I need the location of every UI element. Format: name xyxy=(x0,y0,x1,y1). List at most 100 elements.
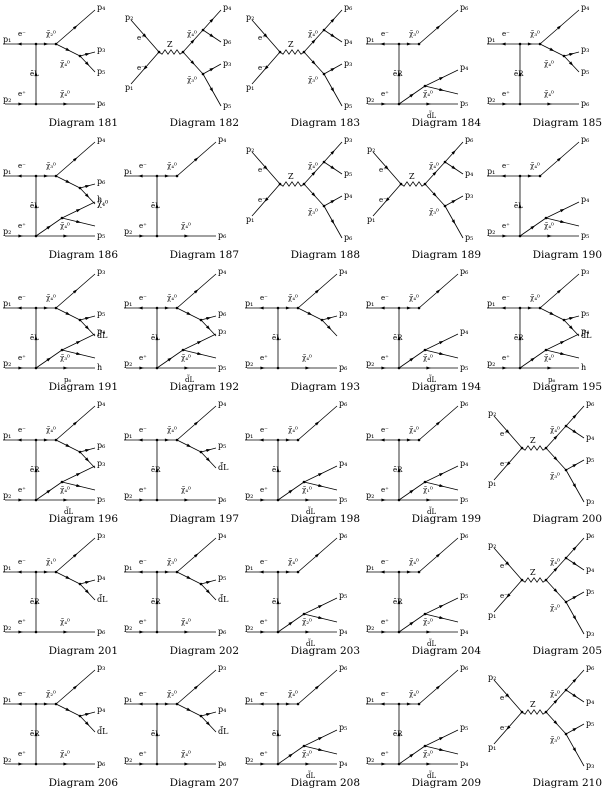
neutralino-label-top: χ̃₄⁰ xyxy=(409,425,419,434)
arrow-icon xyxy=(311,60,316,65)
arrow-icon xyxy=(381,102,387,106)
outgoing-momentum-bottom-2: p₄ xyxy=(581,327,589,336)
arrow-icon xyxy=(572,678,577,683)
arrow-icon xyxy=(426,498,432,502)
arrow-icon xyxy=(206,317,212,321)
cascade-label-top: χ̃₄⁰ xyxy=(60,59,70,68)
neutralino-label-bottom: χ̃₄⁰ xyxy=(181,353,191,362)
selectron-label: ẽR xyxy=(393,334,403,342)
neutralino-label-top: χ̃₄⁰ xyxy=(167,161,177,170)
neutralino-label-down: χ̃₃⁰ xyxy=(308,207,318,216)
arrow-icon xyxy=(258,702,264,706)
diagram-caption: Diagram 203 xyxy=(290,645,360,657)
momentum-label-p2: p₂ xyxy=(488,541,496,550)
arrow-icon xyxy=(451,165,457,170)
momentum-label-p2: p₂ xyxy=(124,491,132,500)
momentum-label-p2: p₂ xyxy=(125,13,133,22)
arrow-icon xyxy=(318,747,324,752)
positron-label: e⁺ xyxy=(139,486,147,494)
positron-label: e⁺ xyxy=(502,222,510,230)
selectron-label: ẽR xyxy=(30,730,40,738)
outgoing-momentum-bottom: p₆ xyxy=(97,759,105,768)
z-boson-label: Z xyxy=(530,700,536,709)
arrow-icon xyxy=(505,693,510,698)
arrow-icon xyxy=(209,87,214,93)
arrow-icon xyxy=(85,317,91,321)
arrow-icon xyxy=(137,306,143,310)
arrow-icon xyxy=(438,76,444,81)
positron-label: e⁺ xyxy=(137,34,145,42)
z-boson-label: Z xyxy=(530,568,536,577)
outgoing-momentum-top-2: p₅ xyxy=(218,573,226,582)
outgoing-momentum-top-2: p₆ xyxy=(218,309,226,318)
outgoing-momentum-3: p₃ xyxy=(344,59,352,68)
arrow-icon xyxy=(553,567,558,572)
outgoing-momentum-top: p₆ xyxy=(460,399,468,408)
arrow-icon xyxy=(435,421,441,426)
momentum-label-p1: p₁ xyxy=(124,695,132,704)
arrow-icon xyxy=(72,25,78,30)
outgoing-momentum-bottom: h xyxy=(581,363,586,372)
arrow-icon xyxy=(137,570,143,574)
arrow-icon xyxy=(409,489,415,494)
momentum-label-p1: p₁ xyxy=(487,167,495,176)
cascade-label-top: χ̃₄⁰ xyxy=(544,59,554,68)
z-boson-propagator xyxy=(158,49,184,55)
neutralino-label-bottom: χ̃₂⁰ xyxy=(423,617,433,626)
neutralino-label-top: χ̃₄⁰ xyxy=(288,293,298,302)
arrow-icon xyxy=(65,311,71,316)
electron-label: e⁻ xyxy=(139,426,147,434)
diagram-caption: Diagram 182 xyxy=(169,117,239,129)
momentum-label-p2: p₂ xyxy=(3,227,11,236)
momentum-label-p1: p₁ xyxy=(125,83,133,92)
arrow-icon xyxy=(85,581,91,585)
arrow-icon xyxy=(527,306,533,310)
arrow-icon xyxy=(568,61,574,66)
outgoing-momentum-bottom-2: p₅ xyxy=(460,723,468,732)
arrow-icon xyxy=(572,727,578,732)
outgoing-momentum-bottom: p₅ xyxy=(97,231,105,240)
outgoing-momentum-bottom: p₆ xyxy=(218,627,226,636)
arrow-icon xyxy=(196,340,202,345)
arrow-icon xyxy=(84,457,90,462)
arrow-icon xyxy=(34,599,38,605)
arrow-icon xyxy=(572,693,578,698)
outgoing-momentum-top-2: p₅ xyxy=(581,309,589,318)
positron-label: e⁺ xyxy=(260,750,268,758)
outgoing-momentum-top: p₄ xyxy=(218,135,226,144)
arrow-icon xyxy=(318,483,324,488)
arrow-icon xyxy=(190,39,195,44)
electron-label: e⁻ xyxy=(381,426,389,434)
momentum-label-p2: p₂ xyxy=(245,491,253,500)
arrow-icon xyxy=(139,762,145,766)
momentum-label-p1: p₁ xyxy=(367,215,375,224)
arrow-icon xyxy=(305,366,311,370)
outgoing-momentum-bottom-2: p₅ xyxy=(339,723,347,732)
arrow-icon xyxy=(63,234,69,238)
momentum-label-p2: p₂ xyxy=(3,755,11,764)
arrow-icon xyxy=(397,71,401,77)
arrow-icon xyxy=(500,306,506,310)
arrow-icon xyxy=(164,174,170,178)
outgoing-momentum-top-3: d̃L xyxy=(97,593,108,604)
arrow-icon xyxy=(184,498,190,502)
z-boson-propagator xyxy=(521,709,547,715)
arrow-icon xyxy=(137,702,143,706)
momentum-label-p1: p₁ xyxy=(488,611,496,620)
arrow-icon xyxy=(43,438,49,442)
outgoing-momentum-1: p₄ xyxy=(223,3,231,12)
neutralino-label-top: χ̃₄⁰ xyxy=(288,425,298,434)
arrow-icon xyxy=(184,630,190,634)
outgoing-momentum-bottom: p₆ xyxy=(97,627,105,636)
neutralino-label-up: χ̃₄⁰ xyxy=(187,29,197,38)
arrow-icon xyxy=(330,87,335,93)
